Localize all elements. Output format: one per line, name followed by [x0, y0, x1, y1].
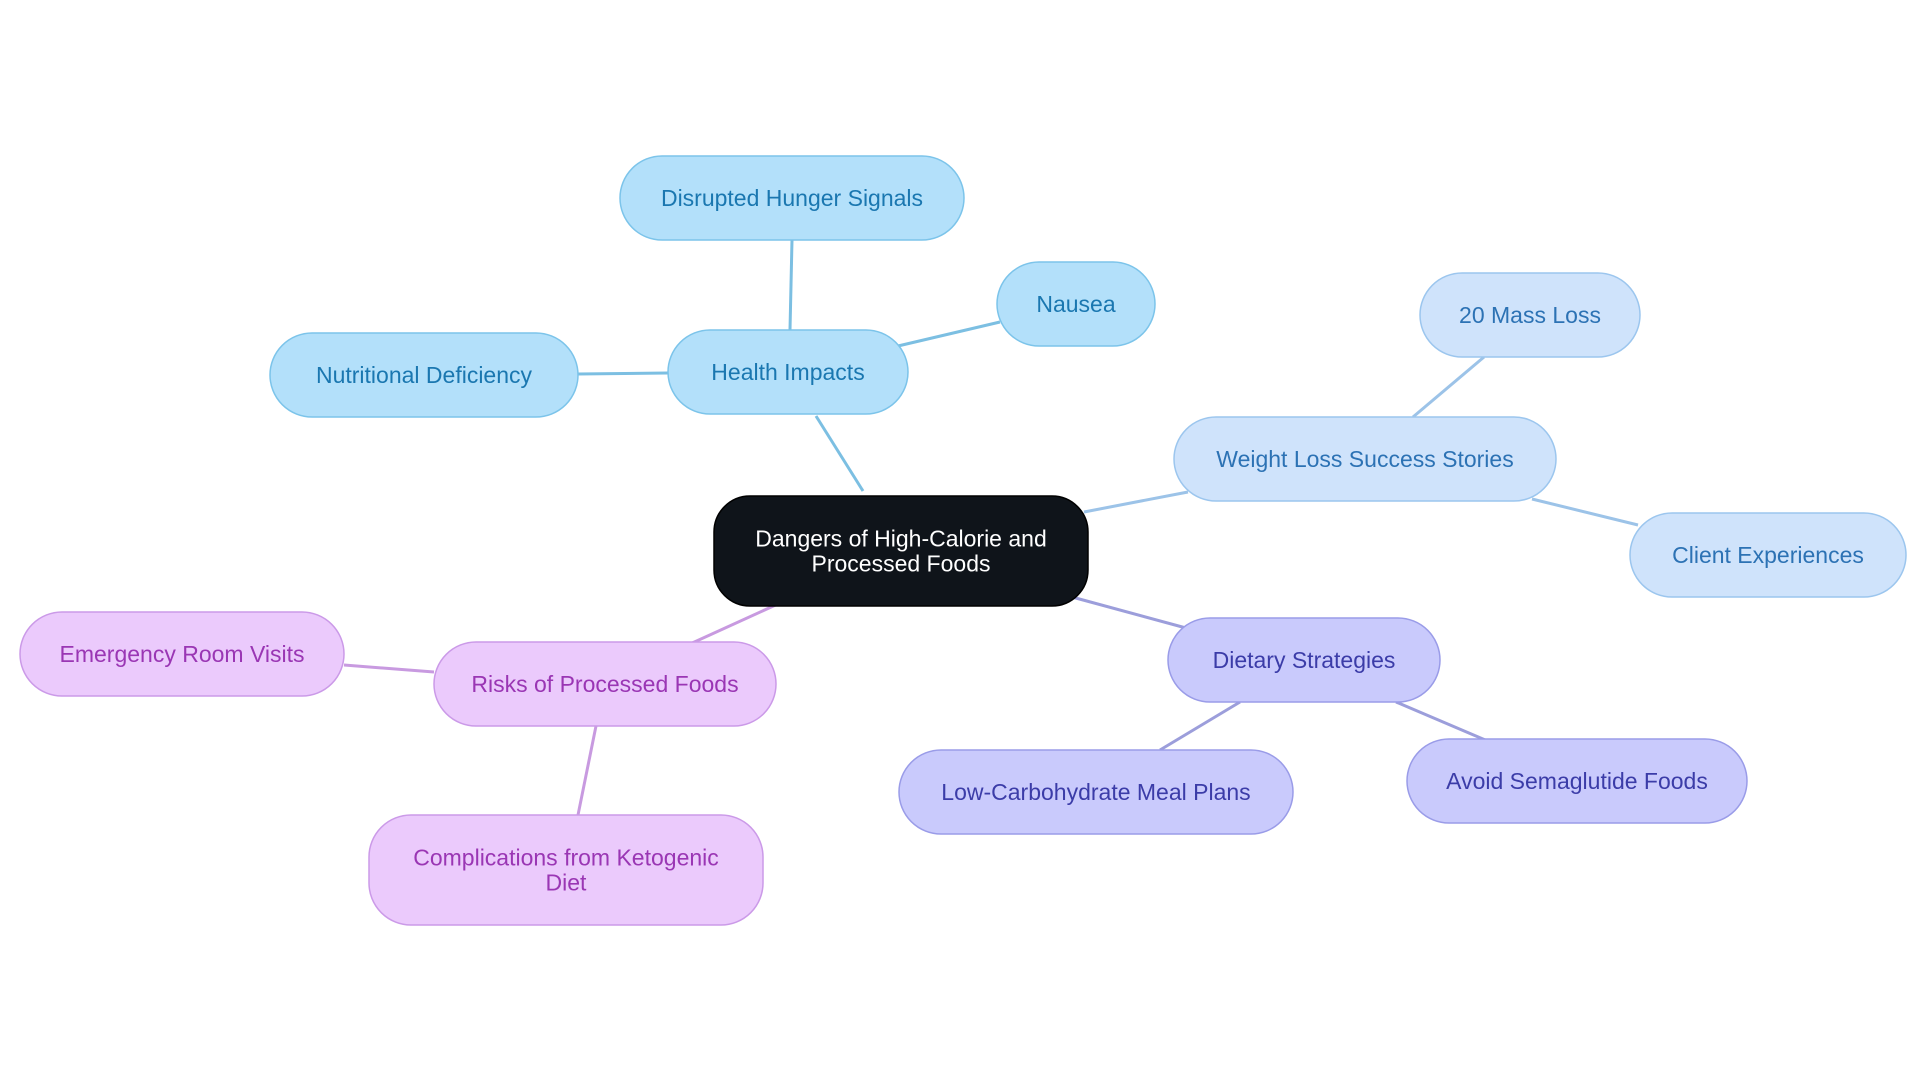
leaf-node-avoid-label: Avoid Semaglutide Foods — [1446, 768, 1708, 794]
connector-weight-to-mass — [1412, 355, 1485, 419]
connector-dietary-to-avoid — [1395, 700, 1491, 744]
branch-node-risks[interactable]: Risks of Processed Foods — [433, 641, 777, 727]
leaf-node-er-label: Emergency Room Visits — [60, 641, 305, 667]
branch-node-health-label: Health Impacts — [711, 359, 864, 385]
connector-health-to-nutrition — [577, 371, 669, 376]
branch-node-health-shape — [667, 329, 909, 415]
branch-node-health[interactable]: Health Impacts — [667, 329, 909, 415]
connector-risks-to-er — [343, 663, 435, 674]
leaf-node-mass[interactable]: 20 Mass Loss — [1419, 272, 1641, 358]
connector-lines — [343, 239, 1639, 816]
leaf-node-client-shape — [1629, 512, 1907, 598]
leaf-node-keto-shape — [368, 814, 764, 926]
connector-risks-to-keto — [576, 725, 598, 816]
branch-node-weight-label: Weight Loss Success Stories — [1216, 446, 1513, 472]
leaf-node-avoid[interactable]: Avoid Semaglutide Foods — [1406, 738, 1748, 824]
leaf-node-nutrition[interactable]: Nutritional Deficiency — [269, 332, 579, 418]
branch-node-dietary-label: Dietary Strategies — [1213, 647, 1396, 673]
leaf-node-lowcarb-shape — [898, 749, 1294, 835]
leaf-node-lowcarb[interactable]: Low-Carbohydrate Meal Plans — [898, 749, 1294, 835]
leaf-node-hunger-label: Disrupted Hunger Signals — [661, 185, 923, 211]
leaf-node-mass-shape — [1419, 272, 1641, 358]
leaf-node-client-label: Client Experiences — [1672, 542, 1864, 568]
connector-dietary-to-lowcarb — [1159, 700, 1241, 752]
leaf-node-er[interactable]: Emergency Room Visits — [19, 611, 345, 697]
leaf-node-mass-label: 20 Mass Loss — [1459, 302, 1601, 328]
connector-weight-to-client — [1531, 497, 1639, 527]
branch-node-dietary[interactable]: Dietary Strategies — [1167, 617, 1441, 703]
connector-root-to-risks — [689, 601, 781, 646]
leaf-node-nutrition-shape — [269, 332, 579, 418]
branch-node-risks-label: Risks of Processed Foods — [471, 671, 738, 697]
leaf-node-hunger-shape — [619, 155, 965, 241]
branch-node-risks-shape — [433, 641, 777, 727]
root-node-shape — [713, 495, 1089, 607]
connector-health-to-nausea — [897, 320, 1001, 348]
leaf-node-hunger[interactable]: Disrupted Hunger Signals — [619, 155, 965, 241]
branch-node-weight[interactable]: Weight Loss Success Stories — [1173, 416, 1557, 502]
connector-health-to-hunger — [788, 239, 794, 331]
leaf-node-nausea-shape — [996, 261, 1156, 347]
leaf-node-nausea-label: Nausea — [1036, 291, 1115, 317]
leaf-node-er-shape — [19, 611, 345, 697]
connector-root-to-weight — [1083, 490, 1189, 514]
leaf-node-nutrition-label: Nutritional Deficiency — [316, 362, 533, 388]
leaf-node-avoid-shape — [1406, 738, 1748, 824]
connector-root-to-health — [814, 415, 865, 492]
connector-root-to-dietary — [1071, 595, 1187, 630]
leaf-node-client[interactable]: Client Experiences — [1629, 512, 1907, 598]
leaf-node-nausea[interactable]: Nausea — [996, 261, 1156, 347]
branch-node-dietary-shape — [1167, 617, 1441, 703]
branch-node-weight-shape — [1173, 416, 1557, 502]
leaf-node-lowcarb-label: Low-Carbohydrate Meal Plans — [941, 779, 1250, 805]
